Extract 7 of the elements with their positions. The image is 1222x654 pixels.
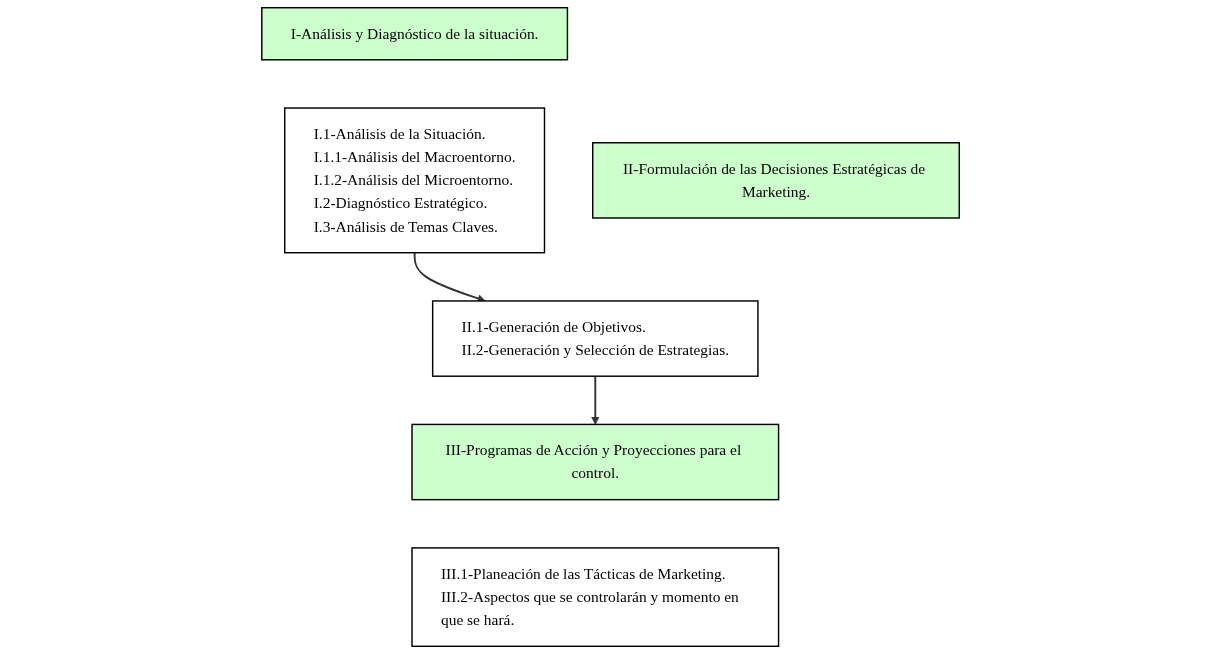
node-box: II-Formulación de las Decisiones Estratégicas de Marketing. (592, 142, 961, 219)
arrow (591, 375, 600, 425)
node-box: III-Programas de Acción y Proyecciones para el control. (411, 423, 780, 501)
node-box: I.1-Análisis de la Situación. I.1.1-Análisis del Macroentorno. I.1.2-Análisis del Microentorno. I.2-Diagnóstico Estratégico. I.3-Análisis de Temas Claves. (284, 107, 546, 254)
node-box: I-Análisis y Diagnóstico de la situación. (261, 7, 569, 61)
node-box: II.1-Generación de Objetivos. II.2-Generación y Selección de Estrategias. (432, 300, 760, 377)
node-box: III.1-Planeación de las Tácticas de Marketing. III.2-Aspectos que se controlarán y momento en que se hará. (411, 547, 780, 647)
